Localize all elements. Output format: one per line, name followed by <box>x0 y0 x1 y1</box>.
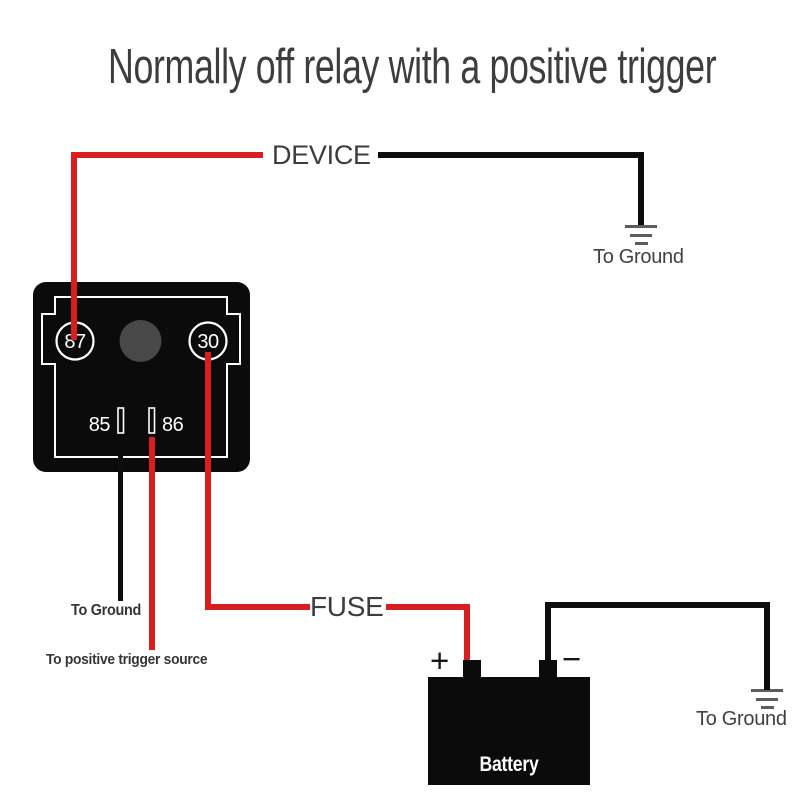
battery-positive-terminal <box>463 660 481 678</box>
battery-body: Battery <box>428 677 590 785</box>
terminal-85-slot <box>117 407 125 434</box>
wire-30-to-fuse <box>205 604 310 610</box>
battery-minus-sign: − <box>562 640 582 677</box>
relay-socket-outline <box>41 296 241 458</box>
wire-86-to-trigger <box>149 437 155 650</box>
wire-minus-ground-drop <box>764 602 770 690</box>
wire-85-to-ground <box>118 455 123 601</box>
wire-battery-minus-up <box>545 602 551 660</box>
relay-component: 87 30 85 86 <box>33 282 250 472</box>
wire-87-up <box>71 152 77 340</box>
relay-body <box>33 282 250 472</box>
to-ground-label-top-right: To Ground <box>593 246 684 268</box>
wire-minus-to-ground <box>545 602 770 608</box>
wire-battery-plus-drop <box>464 604 470 660</box>
trigger-source-label: To positive trigger source <box>46 651 208 668</box>
wire-device-to-ground <box>378 152 644 158</box>
diagram-title: Normally off relay with a positive trigg… <box>108 40 717 94</box>
battery-plus-sign: + <box>430 642 450 679</box>
device-label: DEVICE <box>272 140 371 170</box>
terminal-30-label: 30 <box>197 331 219 353</box>
to-ground-label-bottom-right: To Ground <box>696 708 787 730</box>
wire-87-to-device <box>71 152 263 158</box>
wire-fuse-to-battery <box>386 604 470 610</box>
battery-negative-terminal <box>539 660 557 678</box>
terminal-86-label: 86 <box>162 414 184 436</box>
wire-30-down <box>205 352 211 610</box>
terminal-87-label: 87 <box>64 331 86 353</box>
relay-coil-circle <box>119 320 162 362</box>
to-ground-label-relay: To Ground <box>71 602 142 619</box>
wire-device-ground-drop <box>638 152 644 225</box>
battery-label: Battery <box>479 753 539 776</box>
fuse-label: FUSE <box>310 591 384 622</box>
terminal-86-slot <box>148 407 156 434</box>
terminal-85-label: 85 <box>89 414 111 436</box>
